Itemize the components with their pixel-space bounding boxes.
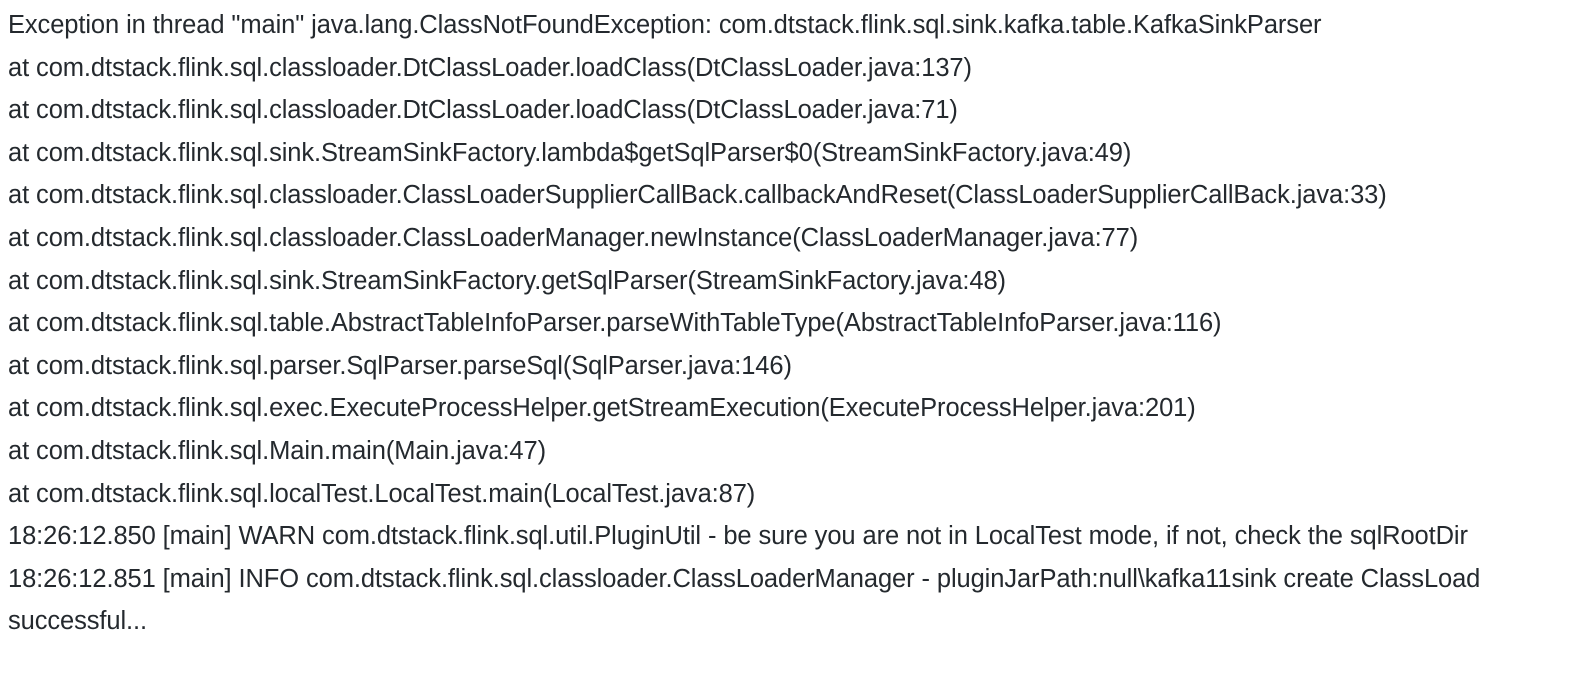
log-line: at com.dtstack.flink.sql.classloader.Cla… <box>8 223 1139 252</box>
log-line: Exception in thread "main" java.lang.Cla… <box>8 11 1322 39</box>
log-line: at com.dtstack.flink.sql.classloader.DtC… <box>8 53 972 82</box>
log-line: at com.dtstack.flink.sql.parser.SqlParse… <box>8 351 792 380</box>
log-line: at com.dtstack.flink.sql.classloader.Cla… <box>8 181 1387 210</box>
log-line: 18:26:12.850 [main] WARN com.dtstack.fli… <box>8 522 1468 551</box>
log-line: at com.dtstack.flink.sql.sink.StreamSink… <box>8 138 1132 167</box>
log-line: at com.dtstack.flink.sql.classloader.DtC… <box>8 96 958 125</box>
log-line: at com.dtstack.flink.sql.exec.ExecutePro… <box>8 394 1196 423</box>
log-line: at com.dtstack.flink.sql.localTest.Local… <box>8 479 756 508</box>
log-line: at com.dtstack.flink.sql.sink.StreamSink… <box>8 266 1006 295</box>
log-line: at com.dtstack.flink.sql.Main.main(Main.… <box>8 436 546 465</box>
log-line: 18:26:12.851 [main] INFO com.dtstack.fli… <box>8 564 1481 636</box>
log-line: at com.dtstack.flink.sql.table.AbstractT… <box>8 309 1222 338</box>
